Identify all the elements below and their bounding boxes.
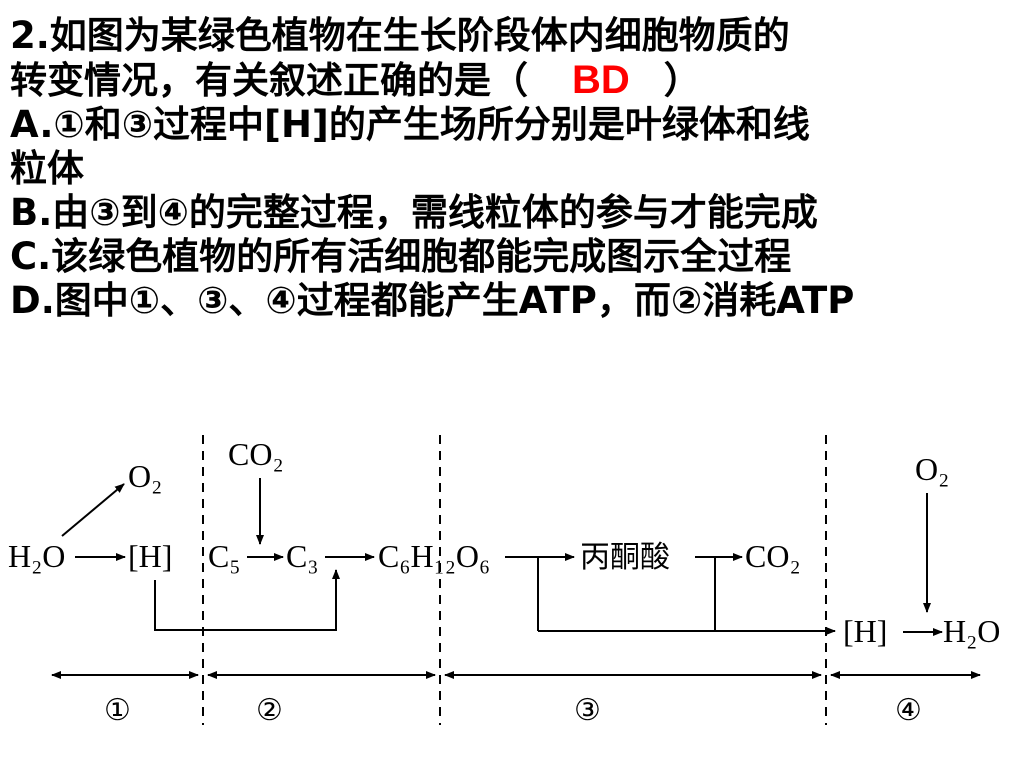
stage-1-label: ① [104,693,131,728]
metabolism-diagram: H₂O O₂ [H] CO₂ C₅ C₃ C₆H₁₂O₆ 丙酮酸 CO₂ O₂ … [8,435,1000,728]
h2o-left-label: H₂O [8,538,65,574]
stage-4-label: ④ [895,693,922,728]
pyruvate-label: 丙酮酸 [580,540,670,575]
question-stem-line2: 转变情况，有关叙述正确的是（ BD ） [10,58,1020,103]
question-stem-line1: 2.如图为某绿色植物在生长阶段体内细胞物质的 [10,14,790,57]
co2-right-label: CO₂ [745,538,801,574]
option-c: C.该绿色植物的所有活细胞都能完成图示全过程 [10,235,792,278]
h-right-label: [H] [843,613,887,649]
c3-label: C₃ [286,538,319,574]
option-a-line1: A.①和③过程中[H]的产生场所分别是叶绿体和线 [10,103,810,146]
co2-top-label: CO₂ [228,436,284,472]
arrow-h2o-to-o2 [61,483,125,537]
c5-label: C₅ [208,538,241,574]
arrow-h-to-c3-reduction [154,569,340,631]
question-stem-close-paren: ） [663,59,701,102]
o2-left-label: O₂ [128,458,162,494]
o2-right-label: O₂ [915,451,949,487]
option-a-line2: 粒体 [10,147,84,190]
glucose-label: C₆H₁₂O₆ [378,538,490,574]
h-left-label: [H] [128,538,172,574]
option-b: B.由③到④的完整过程，需线粒体的参与才能完成 [10,191,818,234]
option-d: D.图中①、③、④过程都能产生ATP，而②消耗ATP [10,279,855,322]
h2o-right-label: H₂O [943,613,1000,649]
stage-2-label: ② [256,693,283,728]
question-stem-line2-text: 转变情况，有关叙述正确的是（ [10,59,528,102]
answer-text: BD [572,58,630,102]
question-block: 2.如图为某绿色植物在生长阶段体内细胞物质的 转变情况，有关叙述正确的是（ BD ）… [10,14,1020,323]
stage-3-label: ③ [574,693,601,728]
